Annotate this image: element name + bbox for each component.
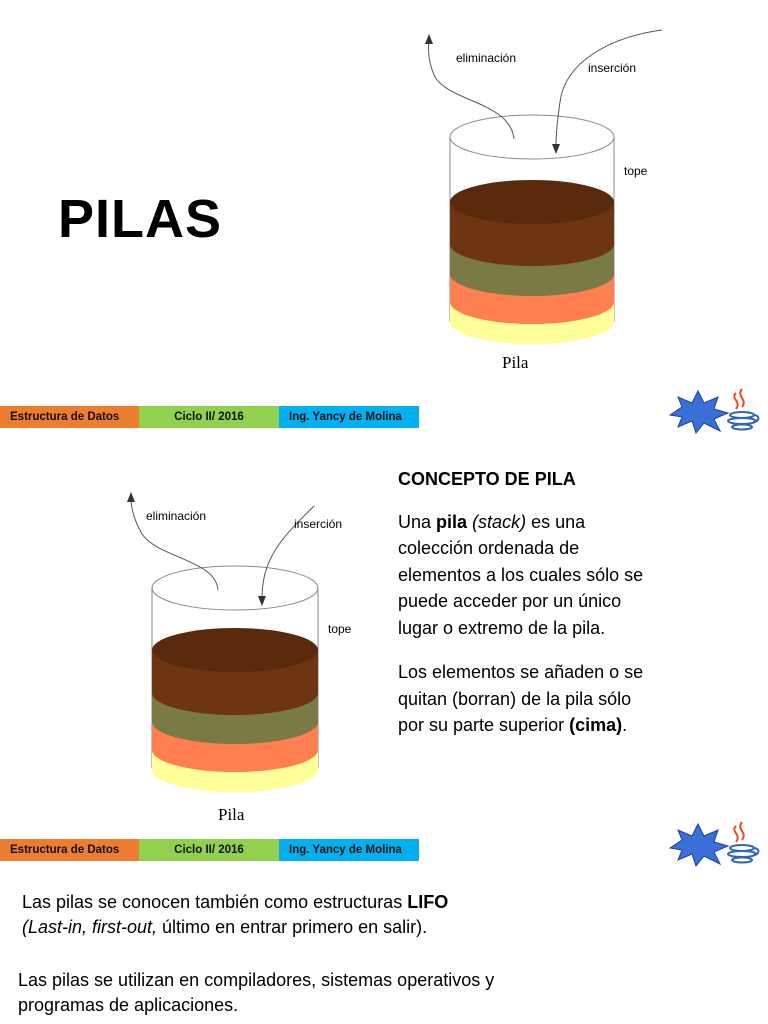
stack-diagram: eliminación inserción tope Pila — [127, 492, 352, 824]
slide-title-text: PILAS — [58, 189, 223, 249]
slide-title: PILAS eliminación inserción tope Pila Es… — [0, 0, 768, 440]
footer-cycle: Ciclo II/ 2016 — [139, 406, 279, 428]
slide-footer: Estructura de Datos Ciclo II/ 2016 Ing. … — [0, 839, 419, 861]
text-run: es una colección ordenada de elementos a… — [398, 511, 644, 638]
footer-course: Estructura de Datos — [0, 839, 139, 861]
footer-teacher: Ing. Yancy de Molina — [279, 839, 419, 861]
top-label: tope — [624, 164, 648, 178]
text-run: último en entrar primero en salir). — [157, 917, 428, 937]
lifo-paragraph: Las pilas se conocen también como estruc… — [22, 890, 722, 940]
diagram-caption: Pila — [502, 353, 529, 372]
footer-course: Estructura de Datos — [0, 406, 139, 428]
text-run-bold: LIFO — [407, 892, 449, 912]
diagram-caption: Pila — [218, 805, 245, 824]
concept-paragraph-1: Una pila (stack) es una colección ordena… — [398, 509, 648, 642]
text-run-bold: pila — [436, 511, 468, 532]
insertion-label: inserción — [294, 517, 342, 531]
lifo-line-2: (Last-in, first-out, último en entrar pr… — [22, 915, 722, 940]
text-run: Las pilas se conocen también como estruc… — [22, 892, 408, 912]
text-run: Los elementos se añaden o se quitan (bor… — [398, 662, 644, 735]
java-cup-logo-icon — [668, 388, 760, 435]
slide-footer: Estructura de Datos Ciclo II/ 2016 Ing. … — [0, 406, 419, 428]
text-run-bold: (cima) — [569, 715, 623, 735]
removal-label: eliminación — [146, 509, 206, 523]
text-run-italic: (stack) — [472, 511, 527, 532]
uses-paragraph: Las pilas se utilizan en compiladores, s… — [18, 970, 495, 1015]
text-run: . — [622, 715, 628, 735]
concept-heading: CONCEPTO DE PILA — [398, 469, 576, 489]
slide-lifo: Las pilas se conocen también como estruc… — [0, 870, 768, 1024]
footer-cycle: Ciclo II/ 2016 — [139, 839, 279, 861]
text-run: Una — [398, 511, 437, 532]
java-cup-logo-icon — [668, 821, 760, 868]
footer-teacher: Ing. Yancy de Molina — [279, 406, 419, 428]
stack-diagram: eliminación inserción tope Pila — [425, 29, 663, 372]
slide-concept: eliminación inserción tope Pila CONCEPTO… — [0, 440, 768, 870]
insertion-label: inserción — [588, 61, 636, 75]
removal-label: eliminación — [456, 51, 516, 65]
top-label: tope — [328, 622, 352, 636]
concept-paragraph-2: Los elementos se añaden o se quitan (bor… — [398, 659, 648, 739]
concept-text: CONCEPTO DE PILA Una pila (stack) es una… — [398, 466, 648, 757]
lifo-line-1: Las pilas se conocen también como estruc… — [22, 890, 722, 915]
text-run-italic: (Last-in, first-out, — [22, 917, 158, 937]
